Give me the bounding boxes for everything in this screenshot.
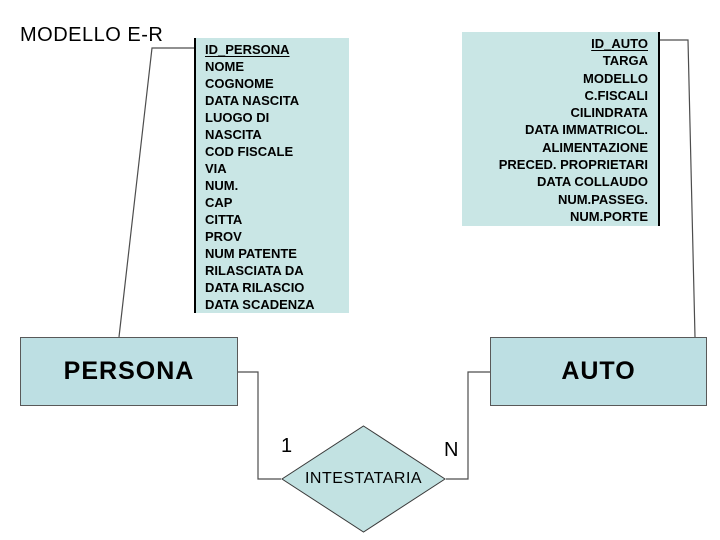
auto-key-attribute: ID_AUTO: [591, 36, 648, 51]
persona-attribute-line: LUOGO DI: [205, 110, 270, 125]
entity-persona-label: PERSONA: [63, 357, 195, 385]
auto-attribute-line: C.FISCALI: [584, 87, 648, 103]
persona-attribute-line: DATA NASCITA: [205, 93, 300, 108]
cardinality-one-label: 1: [281, 435, 293, 457]
auto-attribute-line: ALIMENTAZIONE: [542, 139, 648, 155]
slide-title: MODELLO E-R: [20, 24, 164, 46]
persona-attribute-line: RILASCIATA DA: [205, 263, 304, 278]
relationship-diamond: INTESTATARIA: [281, 425, 446, 533]
persona-attribute-line: CITTA: [205, 212, 243, 227]
persona-relationship-connector: [236, 371, 281, 480]
auto-attribute-line: CILINDRATA: [570, 105, 648, 121]
persona-attribute-line: COGNOME: [205, 76, 274, 91]
persona-attribute-line: NUM PATENTE: [205, 246, 297, 261]
auto-attribute-line: PRECED. PROPRIETARI: [498, 157, 648, 173]
auto-attrs-connector: [660, 39, 696, 338]
persona-attribute-line: VIA: [205, 161, 227, 176]
persona-attribute-line: DATA RILASCIO: [205, 280, 305, 295]
entity-auto: AUTO: [490, 337, 707, 406]
auto-attributes-box: ID_AUTO TARGA MODELLO C.FISCALI CILINDRA…: [462, 32, 660, 226]
entity-persona: PERSONA: [20, 337, 238, 406]
diamond-shape: [281, 425, 446, 533]
diamond-shape-svg: [281, 425, 446, 533]
persona-key-attribute: ID_PERSONA: [205, 42, 290, 57]
auto-attribute-line: DATA IMMATRICOL.: [525, 122, 648, 138]
persona-attribute-line: DATA SCADENZA: [205, 297, 315, 312]
persona-attribute-line: NUM.: [205, 178, 239, 193]
persona-attribute-line: CAP: [205, 195, 233, 210]
persona-attribute-line: PROV: [205, 229, 242, 244]
relationship-name: INTESTATARIA: [304, 470, 423, 487]
auto-attribute-line: DATA COLLAUDO: [537, 174, 648, 190]
cardinality-n-label: N: [444, 439, 459, 461]
auto-attribute-line: NUM.PASSEG.: [557, 191, 648, 207]
auto-relationship-connector: [446, 371, 490, 480]
persona-attribute-line: NASCITA: [205, 127, 262, 142]
auto-attribute-line: NUM.PORTE: [570, 208, 648, 224]
persona-attribute-line: COD FISCALE: [205, 144, 294, 159]
persona-attrs-connector: [118, 47, 194, 338]
persona-attributes-box: ID_PERSONA NOME COGNOME DATA NASCITA LUO…: [194, 38, 349, 313]
auto-attribute-line: TARGA: [602, 53, 648, 69]
auto-attribute-line: MODELLO: [583, 70, 648, 86]
persona-attribute-line: NOME: [205, 59, 244, 74]
entity-auto-label: AUTO: [561, 357, 636, 385]
